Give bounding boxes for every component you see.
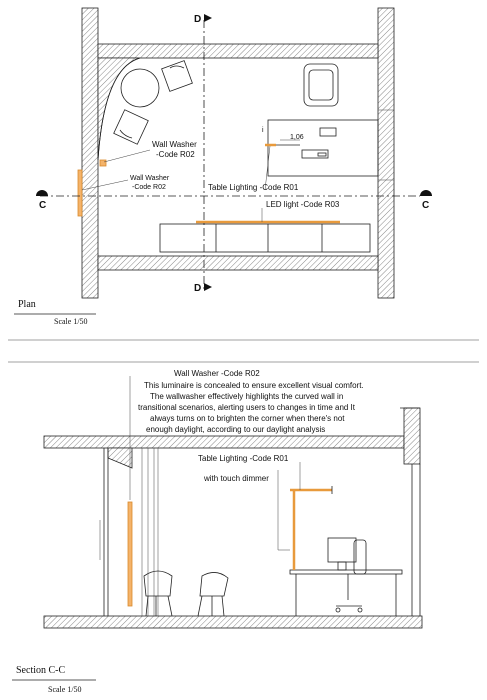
section-dimmer-note: with touch dimmer [203,474,269,483]
plan-label-wall-washer-lower: Wall Washer [130,175,170,182]
svg-text:D: D [194,283,201,294]
section-curved-wall-header [107,447,133,469]
plan-label-table-lighting: Table Lighting -Code R01 [208,183,299,192]
plan-curved-wall [97,57,141,161]
section-curtain [141,448,159,616]
section-ceiling-slab [43,435,405,449]
plan-wall-left [81,7,99,299]
plan-label-wall-washer-upper: Wall Washer [152,140,197,149]
plan-scale: Scale 1/50 [54,317,88,326]
section-description-line-2: The wallwasher effectively highlights th… [150,392,343,401]
section-wall-washer-label: Wall Washer -Code R02 [174,369,260,378]
section-table-lighting-label: Table Lighting -Code R01 [198,454,289,463]
plan-office-chair [303,63,339,107]
plan-monitor [301,149,329,159]
section-description-line-4: always turns on to brighten the corner w… [150,414,345,423]
section-description-line-5: enough daylight, according to our daylig… [146,425,325,434]
plan-round-table [120,68,160,108]
plan-desk [267,119,379,177]
svg-text:D: D [194,14,201,25]
section-desk [289,569,403,616]
section-view: Wall Washer -Code R02 This luminaire is … [12,369,423,694]
plan-wall-right [377,7,395,299]
plan-cut-mark-d-top: D [194,14,212,25]
section-wall-washer [127,501,133,607]
plan-chair-top [161,60,193,92]
plan-bench [159,223,371,253]
section-title: Section C-C [16,665,65,676]
svg-text:i: i [262,127,264,134]
section-description-line-3: transitional scenarios, alerting users t… [138,403,356,412]
section-table-lamp [290,486,333,570]
plan-keyboard [319,127,337,137]
plan-cut-mark-c-right: C [420,190,432,211]
plan-wall-washer-lower [77,169,83,217]
plan-wall-washer-upper [99,159,107,167]
section-chair-left [143,570,173,617]
plan-title: Plan [18,299,36,310]
section-wall-right [403,407,421,465]
section-scale: Scale 1/50 [48,685,82,694]
section-chair-right [197,572,229,617]
plan-cut-mark-d-bottom: D [194,283,212,294]
section-description-line-1: This luminaire is concealed to ensure ex… [144,381,364,390]
plan-view: 1,06 i D D C C [14,7,432,326]
plan-wall-top [97,43,379,59]
section-floor-slab [43,615,423,629]
plan-cut-mark-c-left: C [36,190,48,211]
plan-label-led-light: LED light -Code R03 [266,200,340,209]
section-monitor [327,537,357,563]
section-office-chair [335,539,367,613]
plan-label-wall-washer-lower-code: -Code R02 [132,184,166,191]
plan-chair-left [113,109,149,145]
plan-dimension: 1,06 [290,134,304,141]
plan-wall-bottom [97,255,379,271]
plan-label-wall-washer-upper-code: -Code R02 [156,150,195,159]
svg-text:C: C [422,200,429,211]
svg-text:C: C [39,200,46,211]
